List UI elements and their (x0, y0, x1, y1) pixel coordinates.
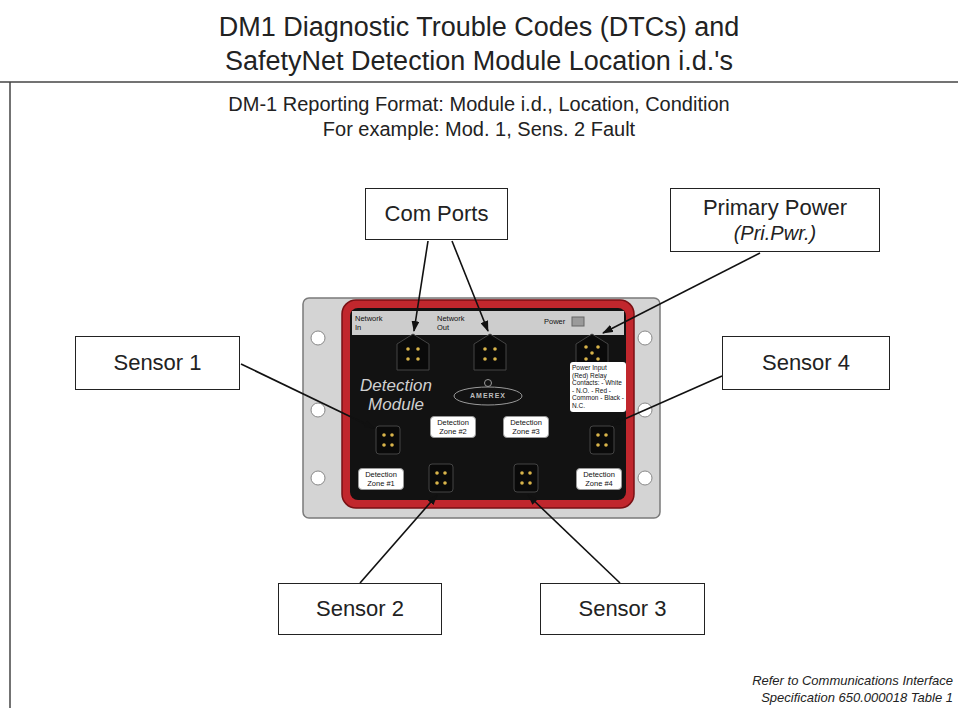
port-label: Network In (355, 314, 389, 332)
mounting-hole (638, 471, 652, 485)
mounting-hole (638, 331, 652, 345)
connector-pin (443, 471, 447, 475)
node-text: Primary Power (703, 195, 847, 221)
sensor-connector (514, 464, 538, 492)
node-text: Detection Zone #4 (578, 470, 620, 488)
sensor-connector (590, 426, 614, 454)
connector-pin (584, 357, 588, 361)
connector-pin (435, 471, 439, 475)
subtitle: For example: Mod. 1, Sens. 2 Fault (0, 117, 958, 141)
callout-box: Primary Power(Pri.Pwr.) (670, 188, 880, 252)
mounting-hole (311, 403, 325, 417)
connector-pin (390, 443, 394, 447)
subtitle: DM-1 Reporting Format: Module i.d., Loca… (0, 92, 958, 116)
connector-pin (493, 357, 497, 361)
leader-arrow (528, 495, 620, 583)
connector-pin (520, 471, 524, 475)
module-face (350, 308, 626, 500)
zone-label: Detection Zone #3 (503, 416, 549, 438)
connector-pin (493, 347, 497, 351)
leader-arrow (611, 376, 722, 425)
connector-pin (584, 345, 588, 349)
callout-box: Com Ports (365, 188, 508, 240)
connector-pin (604, 443, 608, 447)
label-band (352, 311, 624, 335)
logo-text: AMEREX (458, 392, 518, 400)
reference-note: Refer to Communications Interface Specif… (735, 672, 953, 706)
node-subtext: (Pri.Pwr.) (734, 221, 817, 245)
wiring-label: Power Input (Red) Relay Contacts: - Whit… (570, 362, 626, 412)
mounting-hole (311, 331, 325, 345)
connector-pin (483, 357, 487, 361)
callout-box: Sensor 1 (75, 336, 240, 390)
leader-arrow (414, 241, 428, 331)
node-text: Power Input (Red) Relay Contacts: - Whit… (572, 364, 624, 410)
zone-label: Detection Zone #4 (576, 468, 622, 490)
connector-pin (382, 443, 386, 447)
connector-pin (416, 347, 420, 351)
connector-pin (528, 481, 532, 485)
port-label: Power (544, 317, 570, 326)
connector-pin (416, 357, 420, 361)
node-text: Sensor 4 (762, 350, 850, 376)
node-text: Detection Zone #2 (432, 418, 474, 436)
connector-pin (596, 433, 600, 437)
mounting-hole (311, 471, 325, 485)
node-text: Detection Zone #3 (505, 418, 547, 436)
module-housing (342, 300, 634, 508)
sensor-connector (376, 426, 400, 454)
logo-oval (454, 387, 522, 405)
leader-arrow (603, 253, 760, 333)
node-text: Sensor 1 (113, 350, 201, 376)
leader-arrow (360, 495, 437, 583)
header-rule (0, 81, 958, 83)
frame-line (9, 82, 11, 708)
leader-arrow (241, 364, 374, 428)
node-text: Detection Module (356, 376, 436, 414)
connector-pin (443, 481, 447, 485)
node-text: Sensor 3 (578, 596, 666, 622)
callout-box: Sensor 3 (540, 583, 705, 635)
callout-box: Sensor 4 (722, 336, 890, 390)
connector-pin (483, 347, 487, 351)
node-text: Sensor 2 (316, 596, 404, 622)
callout-box: Sensor 2 (278, 583, 442, 635)
connector-pin (596, 345, 600, 349)
detection-module: Detection ModuleDetection Zone #2 Detecti… (350, 308, 626, 500)
connector-pin (406, 347, 410, 351)
node-text: Detection Zone #1 (360, 470, 402, 488)
node-text: Com Ports (385, 201, 489, 227)
connector-pin (596, 443, 600, 447)
connector-pin (604, 433, 608, 437)
connector-pin (520, 481, 524, 485)
logo-emblem (485, 380, 492, 387)
zone-label: Detection Zone #2 (430, 416, 476, 438)
title-text: DM1 Diagnostic Trouble Codes (DTCs) and … (189, 10, 769, 78)
connector-pin (390, 433, 394, 437)
connector-pin (596, 357, 600, 361)
connector-pin (435, 481, 439, 485)
port-label: Network Out (437, 314, 471, 332)
connector-pin (382, 433, 386, 437)
connector-pin (406, 357, 410, 361)
connector-pin (590, 351, 594, 355)
sensor-connector (429, 464, 453, 492)
zone-label: Detection Zone #1 (358, 468, 404, 490)
connector-pin (528, 471, 532, 475)
network-out-connector (474, 334, 506, 370)
power-led (572, 317, 584, 326)
network-in-connector (397, 334, 429, 370)
